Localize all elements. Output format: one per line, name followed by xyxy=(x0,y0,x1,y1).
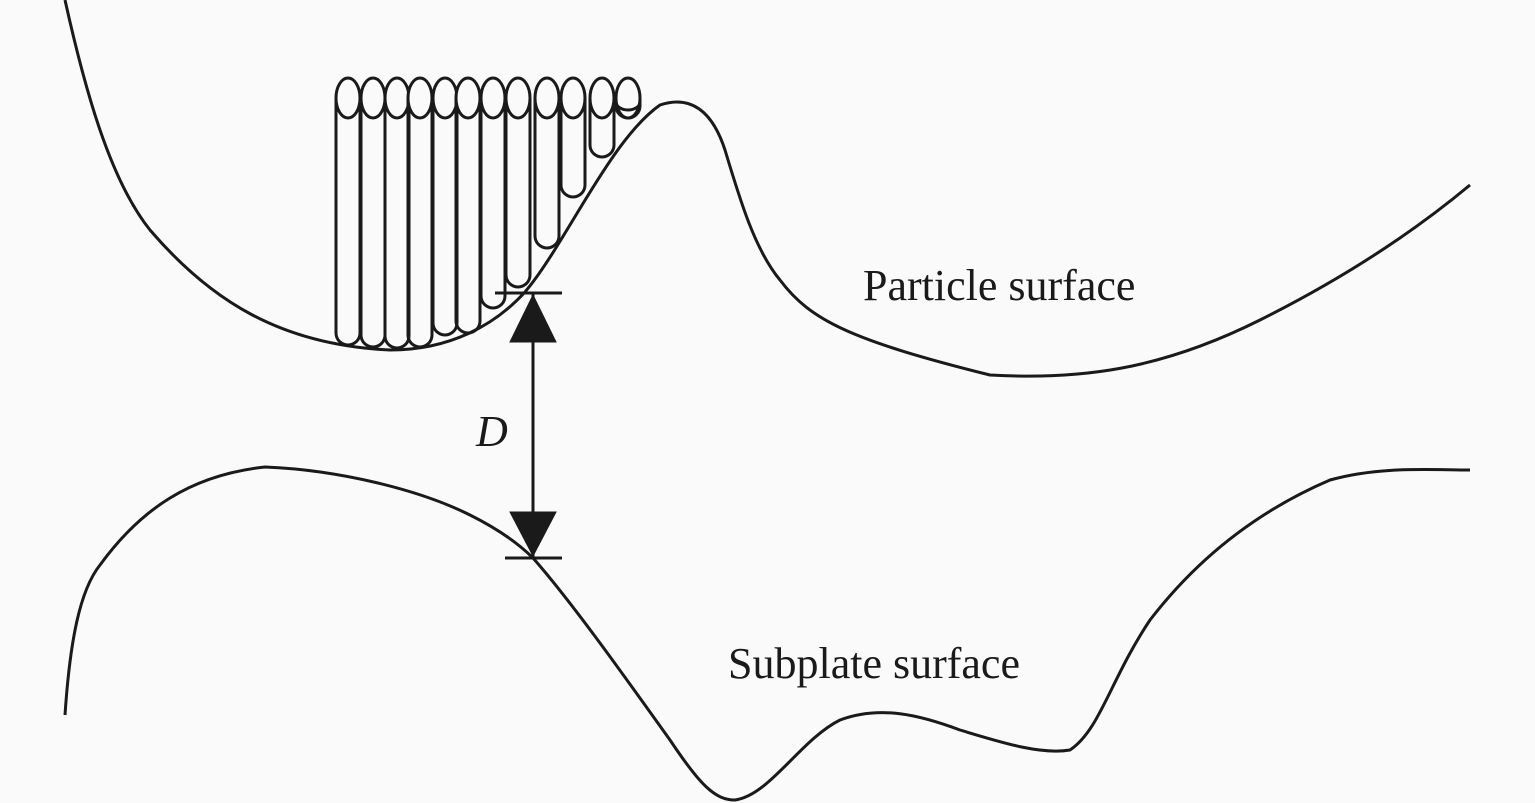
cylinder xyxy=(454,76,482,335)
cylinder-body xyxy=(454,98,482,335)
cylinder-body xyxy=(479,98,507,310)
cylinder-body xyxy=(533,98,561,250)
cylinder-top xyxy=(504,76,532,120)
cylinder-body xyxy=(406,98,434,349)
subplate-surface-curve xyxy=(63,465,1471,802)
distance-marker xyxy=(495,291,562,560)
cylinder-body xyxy=(504,98,532,289)
subplate-surface-label: Subplate surface xyxy=(728,639,1020,688)
cylinder xyxy=(533,76,561,250)
particle-surface-curve xyxy=(63,0,1471,378)
cylinder xyxy=(479,76,507,310)
cylinder xyxy=(383,76,411,350)
arrow-up-icon xyxy=(509,293,557,343)
cylinder-top xyxy=(479,76,507,120)
cylinder xyxy=(334,76,362,347)
cylinder-top xyxy=(334,76,362,120)
particle-surface-label: Particle surface xyxy=(863,261,1136,310)
cylinder-body xyxy=(383,98,411,350)
cylinder-body xyxy=(359,98,387,349)
cylinder-body xyxy=(559,98,587,199)
cylinder xyxy=(431,76,459,337)
cylinder-top xyxy=(588,76,616,120)
cylinder-body xyxy=(588,98,616,159)
cylinder-body xyxy=(334,98,362,347)
cylinder xyxy=(504,76,532,289)
cylinder-body xyxy=(431,98,459,337)
cylinder-top xyxy=(383,76,411,120)
cylinder-top xyxy=(454,76,482,120)
cylinder-top xyxy=(359,76,387,120)
cylinder xyxy=(359,76,387,349)
cylinder-top xyxy=(406,76,434,120)
cylinder xyxy=(406,76,434,349)
cylinder-inner-arc xyxy=(614,101,642,112)
cylinder xyxy=(614,76,642,120)
molecule-cylinders xyxy=(334,76,642,350)
cylinder-top xyxy=(614,76,642,120)
distance-label: D xyxy=(476,407,508,456)
cylinder-top xyxy=(559,76,587,120)
cylinder xyxy=(588,76,616,159)
cylinder xyxy=(559,76,587,199)
arrow-down-icon xyxy=(509,511,557,558)
cylinder-top xyxy=(533,76,561,120)
cylinder-top xyxy=(431,76,459,120)
